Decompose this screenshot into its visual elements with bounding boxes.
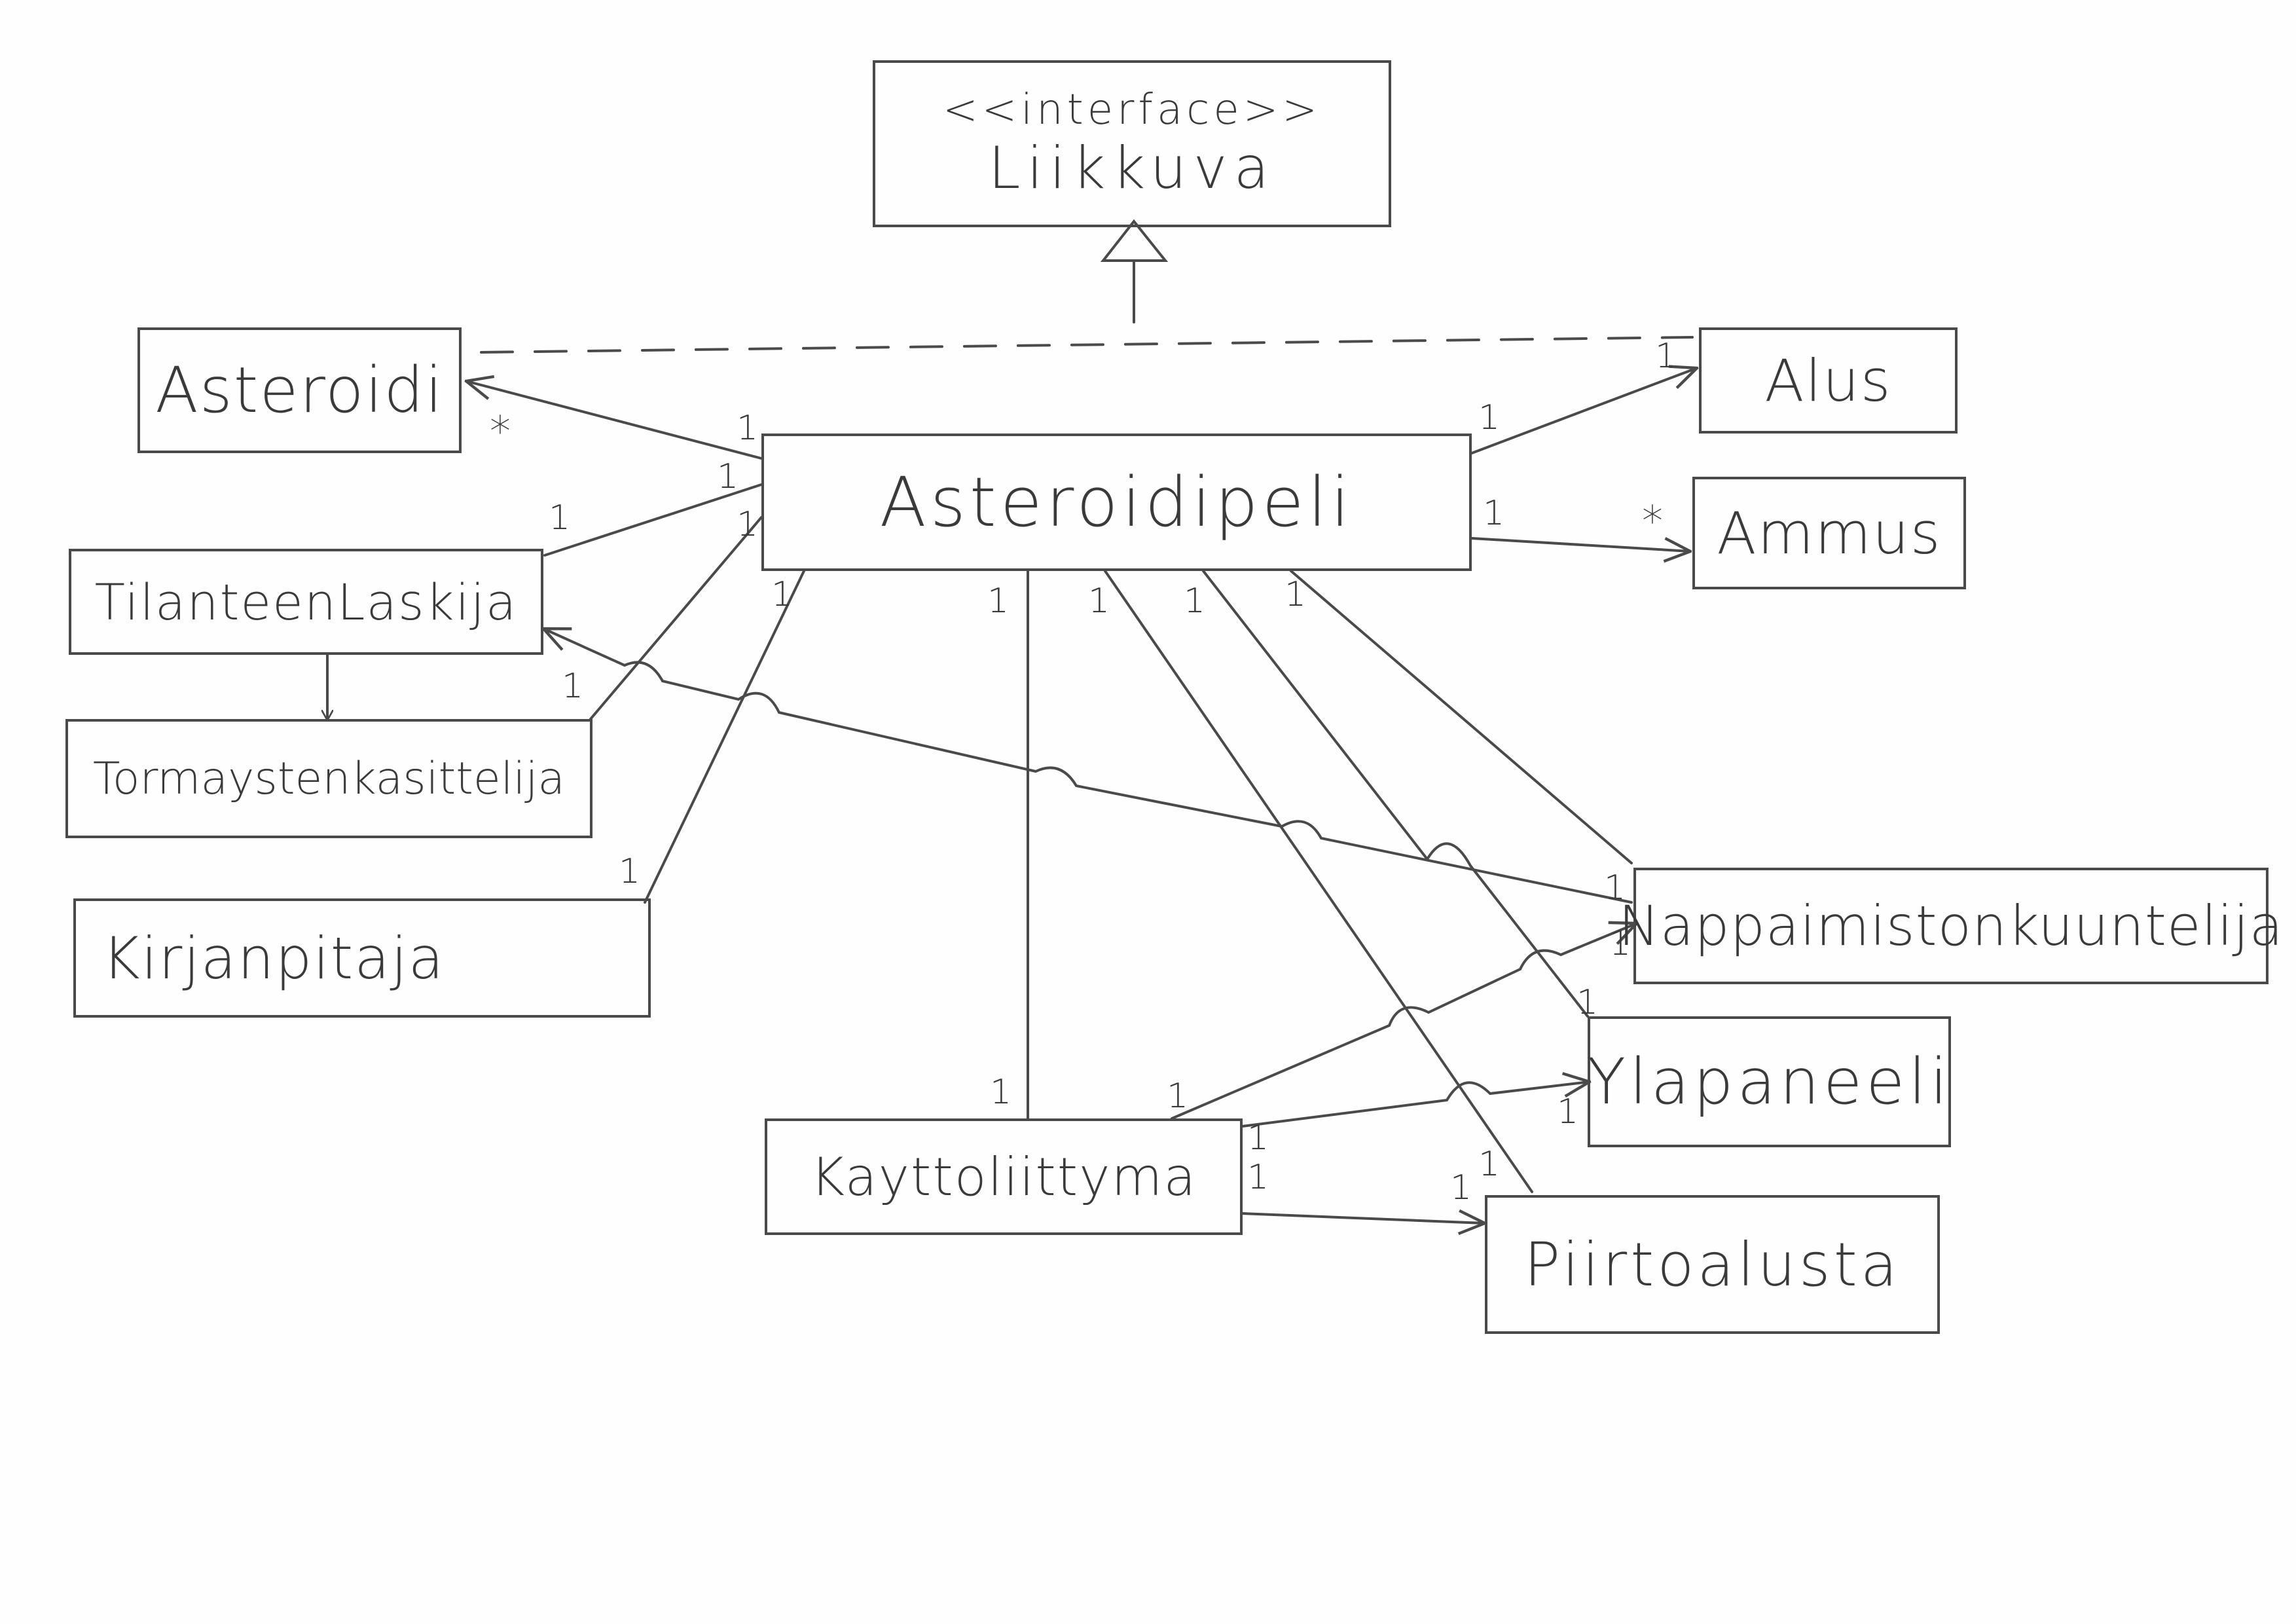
multiplicity-label: 1 xyxy=(717,457,739,496)
multiplicity-label: 1 xyxy=(1576,983,1599,1022)
multiplicity-label: * xyxy=(490,408,511,456)
class-name-tormaystenkasittelija: Tormaystenkasittelija xyxy=(92,752,566,805)
assoc-asteroidipeli-ammus xyxy=(1470,537,1690,551)
class-name-alus: Alus xyxy=(1764,346,1892,415)
multiplicity-label: * xyxy=(1642,498,1663,546)
assoc-asteroidipeli-kirjanpitaja xyxy=(644,570,805,904)
class-box-ylapaneeli: Ylapaneeli xyxy=(1587,1016,1952,1147)
class-name-kirjanpitaja: Kirjanpitaja xyxy=(102,924,445,992)
multiplicity-label: 1 xyxy=(1609,924,1631,963)
assoc-asteroidipeli-nappaimistonkuuntelija xyxy=(1290,570,1633,864)
multiplicity-label: 1 xyxy=(990,1073,1012,1112)
multiplicity-label: 1 xyxy=(1184,581,1206,621)
assoc-asteroidipeli-asteroidi xyxy=(466,381,763,460)
multiplicity-label: 1 xyxy=(1483,494,1505,533)
assoc-kayttoliittyma-nappaimistonkuuntelija xyxy=(1171,923,1637,1120)
assoc-asteroidipeli-piirtoalusta xyxy=(1104,570,1533,1193)
class-name-liikkuva: Liikkuva xyxy=(988,134,1276,202)
multiplicity-label: 1 xyxy=(987,581,1010,621)
multiplicity-label: 1 xyxy=(737,409,759,448)
class-box-tilanteenlaskija: TilanteenLaskija xyxy=(69,549,543,655)
realization-arrowhead xyxy=(1100,219,1169,262)
multiplicity-label: 1 xyxy=(771,575,793,614)
class-name-nappaimistonkuuntelija: Nappaimistonkuuntelija xyxy=(1618,894,2284,958)
class-name-tilanteenlaskija: TilanteenLaskija xyxy=(94,572,518,631)
class-box-kayttoliittyma: Kayttoliittyma xyxy=(765,1118,1243,1235)
dashed-realization-line xyxy=(480,336,1694,354)
multiplicity-label: 1 xyxy=(1604,868,1626,908)
multiplicity-label: 1 xyxy=(737,505,759,544)
class-name-ammus: Ammus xyxy=(1717,499,1942,567)
multiplicity-label: 1 xyxy=(619,852,641,891)
multiplicity-label: 1 xyxy=(1478,398,1501,437)
class-box-nappaimistonkuuntelija: Nappaimistonkuuntelija xyxy=(1618,868,2283,984)
multiplicity-label: 1 xyxy=(562,667,584,706)
assoc-asteroidipeli-ylapaneeli xyxy=(1202,570,1589,1018)
class-name-asteroidi: Asteroidi xyxy=(155,354,444,427)
assoc-kayttoliittyma-piirtoalusta xyxy=(1241,1213,1485,1223)
class-name-asteroidipeli: Asteroidipeli xyxy=(879,462,1354,542)
class-box-piirtoalusta: Piirtoalusta xyxy=(1485,1195,1940,1334)
multiplicity-label: 1 xyxy=(1655,337,1677,376)
multiplicity-label: 1 xyxy=(1167,1077,1189,1116)
class-box-ammus: Ammus xyxy=(1692,477,1966,589)
multiplicity-label: 1 xyxy=(1247,1118,1269,1158)
multiplicity-label: 1 xyxy=(1557,1092,1579,1132)
multiplicity-label: 1 xyxy=(1450,1168,1472,1208)
assoc-nappaimistonkuuntelija-tilanteenlaskija xyxy=(543,629,1633,904)
multiplicity-label: 1 xyxy=(1285,575,1307,614)
assoc-asteroidipeli-tilanteenlaskija xyxy=(543,483,763,557)
class-name-ylapaneeli: Ylapaneeli xyxy=(1587,1045,1952,1118)
class-name-kayttoliittyma: Kayttoliittyma xyxy=(810,1146,1197,1208)
multiplicity-label: 1 xyxy=(1088,581,1110,621)
multiplicity-label: 1 xyxy=(1247,1158,1269,1197)
multiplicity-label: 1 xyxy=(549,498,571,538)
class-box-asteroidi: Asteroidi xyxy=(137,327,462,453)
assoc-asteroidipeli-tormaystenkasittelija xyxy=(589,516,763,720)
class-name-piirtoalusta: Piirtoalusta xyxy=(1523,1229,1901,1300)
class-box-asteroidipeli: Asteroidipeli xyxy=(761,434,1472,571)
class-box-liikkuva: <<interface>> Liikkuva xyxy=(873,60,1391,227)
class-box-kirjanpitaja: Kirjanpitaja xyxy=(73,898,651,1018)
class-box-tormaystenkasittelija: Tormaystenkasittelija xyxy=(65,719,592,838)
multiplicity-label: 1 xyxy=(1478,1145,1501,1184)
class-box-alus: Alus xyxy=(1699,327,1958,434)
assoc-kayttoliittyma-ylapaneeli xyxy=(1241,1082,1590,1128)
assoc-asteroidipeli-alus xyxy=(1470,368,1697,454)
interface-stereotype-label: <<interface>> xyxy=(943,86,1321,134)
